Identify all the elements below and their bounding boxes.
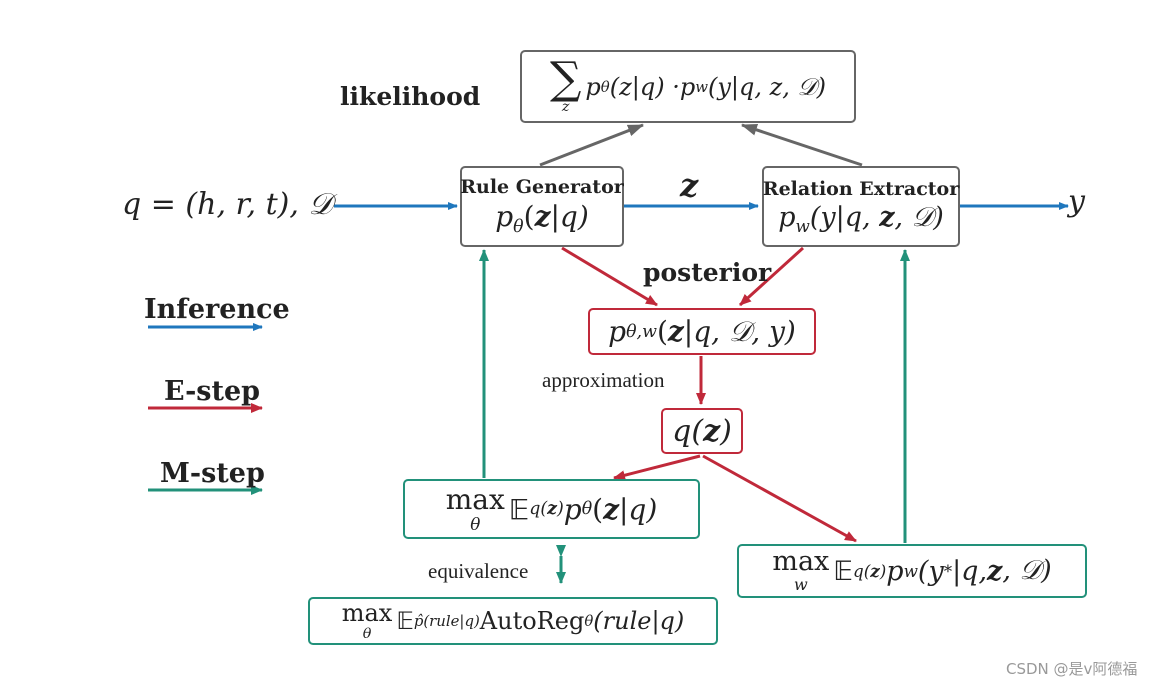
likelihood-arrow-right	[741, 123, 863, 167]
relation-extractor-title: Relation Extractor	[762, 177, 960, 200]
estep-arrow-relation-to-posterior	[738, 246, 805, 307]
rule-generator-box: Rule Generator pθ(z|q)	[460, 166, 624, 247]
sum-operator: ∑ z	[550, 52, 582, 116]
legend-estep-label: E-step	[164, 376, 261, 407]
output-label: y	[1068, 184, 1085, 219]
max-operator: max w	[772, 546, 830, 595]
input-label: q = (h, r, t), 𝒟	[122, 187, 333, 222]
watermark: CSDN @是v阿德福	[1006, 660, 1138, 678]
likelihood-label: likelihood	[340, 82, 481, 111]
likelihood-arrow-left	[539, 123, 644, 167]
estep-arrow-rule-to-posterior	[561, 246, 658, 307]
approximation-label: approximation	[542, 368, 665, 392]
legend-inference-label: Inference	[144, 294, 290, 325]
z-label: z	[680, 166, 699, 204]
estep-arrow-q-to-left	[613, 454, 701, 481]
max-operator: max θ	[341, 598, 393, 642]
max-operator: max θ	[445, 482, 505, 534]
relation-extractor-box: Relation Extractor pw(y|q, z, 𝒟)	[762, 166, 960, 247]
posterior-label: posterior	[643, 258, 772, 287]
rule-generator-title: Rule Generator	[460, 175, 624, 198]
estep-arrow-q-to-right	[702, 454, 857, 543]
rule-generator-formula: pθ(z|q)	[495, 199, 589, 238]
legend-mstep-label: M-step	[160, 458, 265, 489]
equivalence-label: equivalence	[428, 559, 529, 583]
q-distribution-box: q(z)	[661, 408, 743, 454]
relation-extractor-formula: pw(y|q, z, 𝒟)	[778, 201, 944, 236]
